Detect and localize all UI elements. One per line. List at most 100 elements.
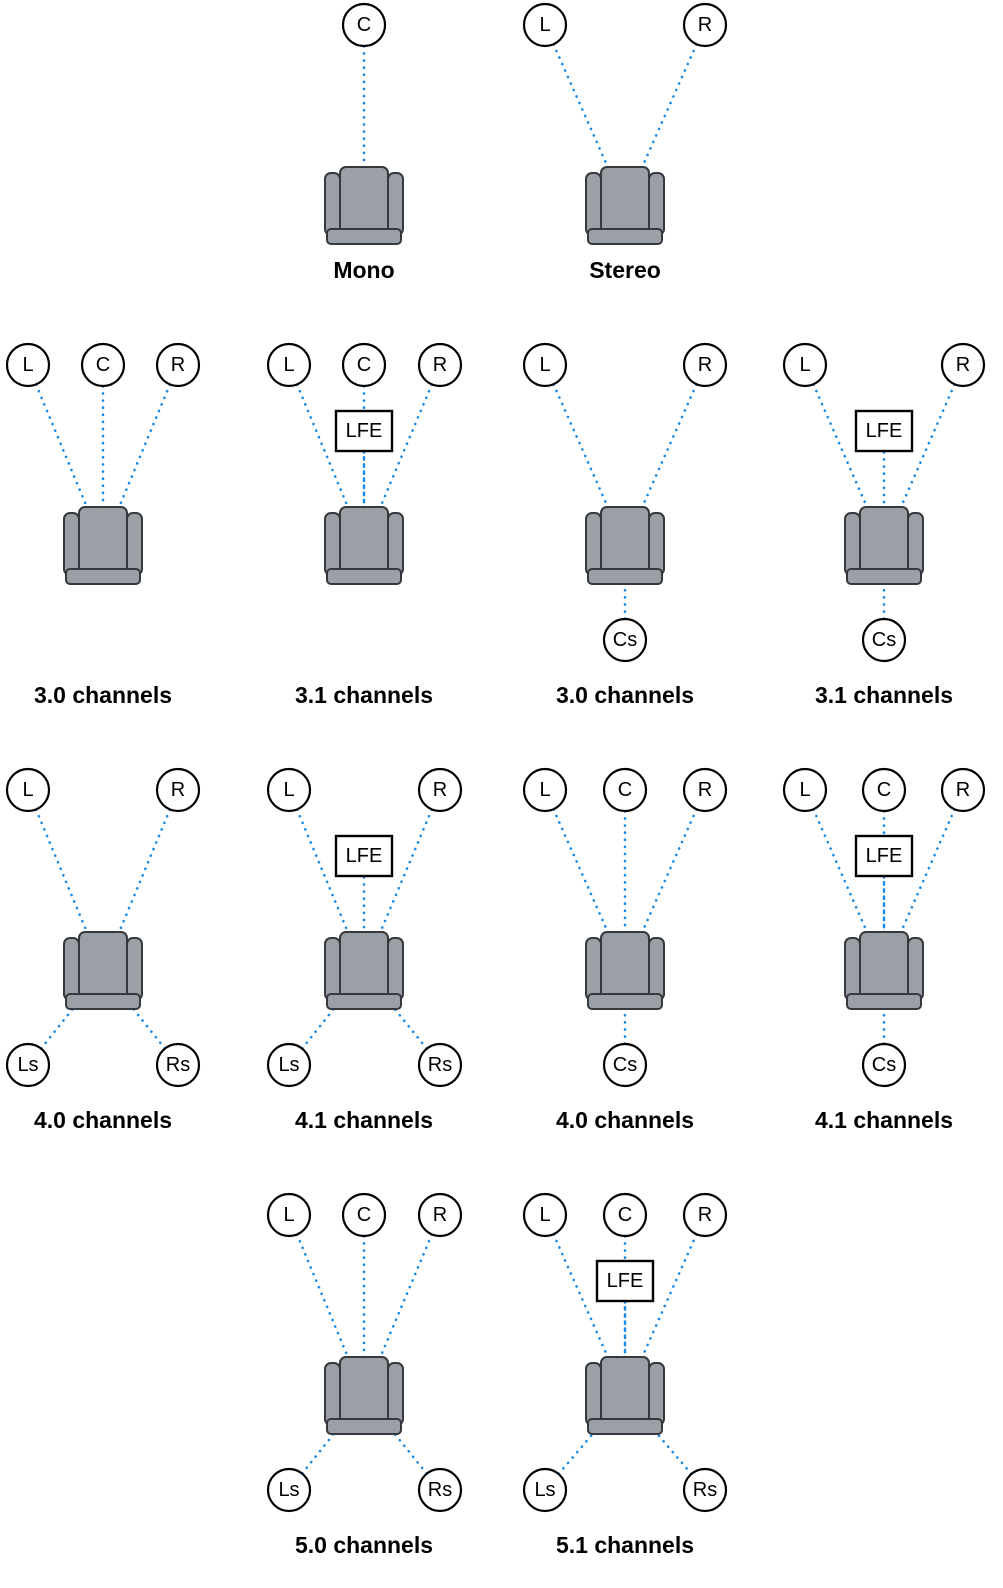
speaker-node-l: L xyxy=(266,342,312,388)
speaker-circle-shape xyxy=(266,1192,312,1238)
speaker-circle-shape xyxy=(602,767,648,813)
chair-left-armrest xyxy=(324,937,341,1001)
speaker-node-l: L xyxy=(782,342,828,388)
node-label: Ls xyxy=(534,1479,555,1501)
speaker-node-l: L xyxy=(266,1192,312,1238)
node-label: R xyxy=(433,779,447,801)
chair-seat-front xyxy=(846,993,922,1010)
chair-back-cushion xyxy=(78,506,128,574)
speaker-node-r: R xyxy=(155,767,201,813)
chair-back-cushion xyxy=(859,506,909,574)
speaker-circle-shape xyxy=(5,342,51,388)
speaker-node-cs: Cs xyxy=(861,1042,907,1088)
diagram-caption: 4.1 channels xyxy=(815,1107,953,1133)
speaker-circle-shape xyxy=(341,2,387,48)
connector-r xyxy=(623,788,707,973)
speaker-node-c: C xyxy=(80,342,126,388)
diagram-caption: Mono xyxy=(333,257,394,283)
connector-r xyxy=(623,363,707,548)
listener-chair xyxy=(585,931,665,1010)
chair-seat-front xyxy=(587,993,663,1010)
speaker-node-r: R xyxy=(682,342,728,388)
speaker-circle-shape xyxy=(522,1467,568,1513)
diagram-caption: 4.1 channels xyxy=(295,1107,433,1133)
speaker-node-cs: Cs xyxy=(861,617,907,663)
listener-chair xyxy=(324,166,404,245)
chair-left-armrest xyxy=(324,172,341,236)
lfe-box-shape xyxy=(334,834,394,878)
node-label: C xyxy=(357,14,371,36)
node-label: R xyxy=(698,1204,712,1226)
speaker-circle-shape xyxy=(940,342,986,388)
listener-chair xyxy=(324,931,404,1010)
node-label: Cs xyxy=(613,1054,637,1076)
speaker-circle-shape xyxy=(5,1042,51,1088)
connector-l xyxy=(543,1213,627,1398)
chair-left-armrest xyxy=(324,512,341,576)
diagram-caption: 3.1 channels xyxy=(295,682,433,708)
chair-left-armrest xyxy=(63,937,80,1001)
node-label: L xyxy=(283,779,294,801)
listener-chair xyxy=(585,506,665,585)
node-label: Rs xyxy=(693,1479,717,1501)
speaker-node-c: C xyxy=(341,1192,387,1238)
diagram-caption: 4.0 channels xyxy=(556,1107,694,1133)
node-label: Rs xyxy=(166,1054,190,1076)
speaker-circle-shape xyxy=(522,767,568,813)
chair-right-armrest xyxy=(387,172,404,236)
lfe-node: LFE xyxy=(595,1259,655,1303)
speaker-node-l: L xyxy=(782,767,828,813)
speaker-circle-shape xyxy=(266,1042,312,1088)
connector-r xyxy=(623,1213,707,1398)
chair-back-cushion xyxy=(859,931,909,999)
node-label: Ls xyxy=(278,1054,299,1076)
node-label: LFE xyxy=(346,420,383,442)
speaker-node-ls: Ls xyxy=(5,1042,51,1088)
node-label: L xyxy=(799,779,810,801)
node-label: Cs xyxy=(872,629,896,651)
chair-right-armrest xyxy=(387,937,404,1001)
speaker-circle-shape xyxy=(682,1192,728,1238)
speaker-circle-shape xyxy=(417,767,463,813)
chair-right-armrest xyxy=(387,1362,404,1426)
node-label: L xyxy=(539,1204,550,1226)
chair-seat-front xyxy=(587,1418,663,1435)
chair-left-armrest xyxy=(585,937,602,1001)
speaker-circle-shape xyxy=(266,767,312,813)
speaker-circle-shape xyxy=(155,767,201,813)
lfe-node: LFE xyxy=(854,834,914,878)
node-label: Ls xyxy=(17,1054,38,1076)
node-label: Rs xyxy=(428,1479,452,1501)
chair-left-armrest xyxy=(585,172,602,236)
speaker-node-r: R xyxy=(940,767,986,813)
speaker-circle-shape xyxy=(522,1192,568,1238)
node-label: C xyxy=(357,354,371,376)
speaker-circle-shape xyxy=(522,2,568,48)
speaker-circle-shape xyxy=(602,617,648,663)
speaker-node-rs: Rs xyxy=(417,1467,463,1513)
speaker-circle-shape xyxy=(80,342,126,388)
speaker-circle-shape xyxy=(682,1467,728,1513)
lfe-box-shape xyxy=(595,1259,655,1303)
listener-chair xyxy=(585,1356,665,1435)
node-label: LFE xyxy=(866,420,903,442)
node-label: Cs xyxy=(872,1054,896,1076)
speaker-node-l: L xyxy=(5,767,51,813)
node-label: LFE xyxy=(607,1270,644,1292)
chair-seat-front xyxy=(846,568,922,585)
chair-right-armrest xyxy=(126,937,143,1001)
node-label: R xyxy=(171,779,185,801)
node-label: L xyxy=(283,354,294,376)
speaker-circle-shape xyxy=(782,767,828,813)
connector-r xyxy=(623,23,707,208)
speaker-node-r: R xyxy=(155,342,201,388)
connector-l xyxy=(543,363,627,548)
speaker-node-l: L xyxy=(522,342,568,388)
speaker-circle-shape xyxy=(341,1192,387,1238)
connector-l xyxy=(543,788,627,973)
